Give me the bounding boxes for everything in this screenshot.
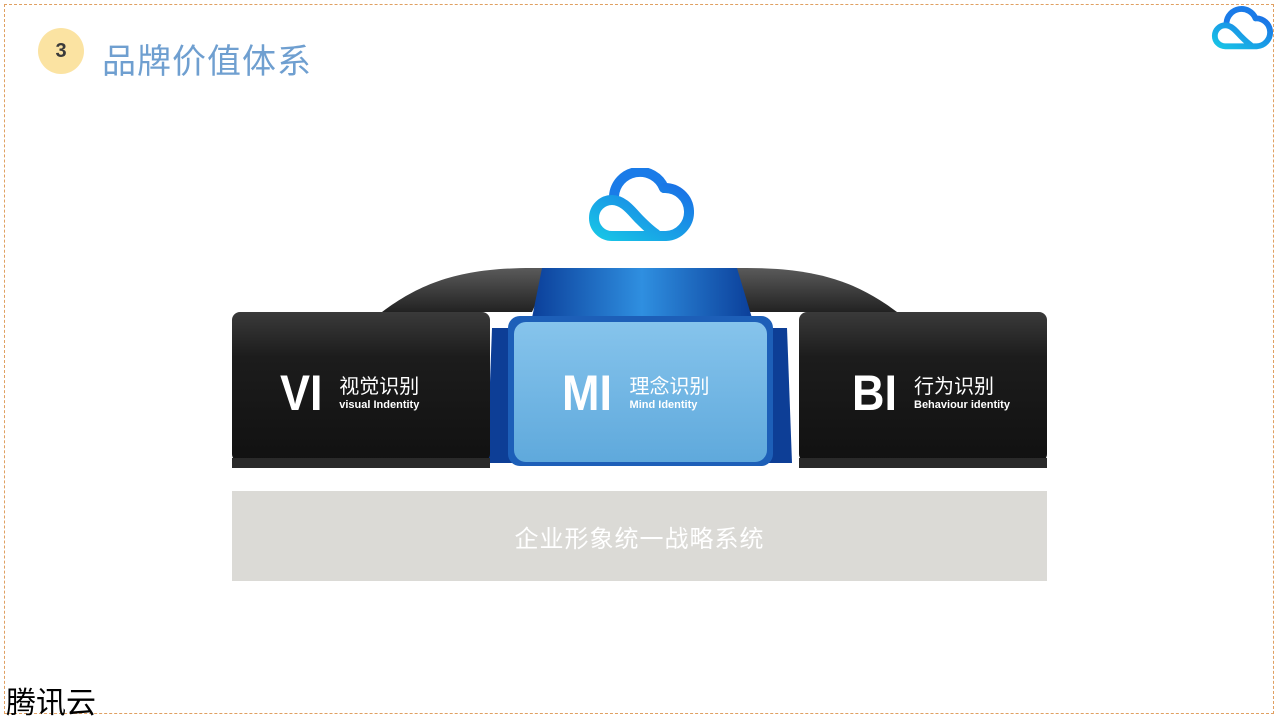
bi-block: BI 行为识别 Behaviour identity xyxy=(852,368,1010,418)
mi-block: MI 理念识别 Mind Identity xyxy=(562,368,710,418)
brand-name: 腾讯云 xyxy=(6,686,96,721)
bi-abbr: BI xyxy=(852,365,897,421)
bi-en-label: Behaviour identity xyxy=(914,399,1010,411)
strategy-bar: 企业形象统一战略系统 xyxy=(232,491,1047,581)
vi-abbr: VI xyxy=(280,365,323,421)
slide-frame xyxy=(4,4,1274,714)
mi-en-label: Mind Identity xyxy=(629,399,698,411)
section-number-badge: 3 xyxy=(38,28,84,74)
vi-cn-label: 视觉识别 xyxy=(339,374,420,398)
mi-abbr: MI xyxy=(562,365,612,421)
bi-cn-label: 行为识别 xyxy=(914,374,994,398)
vi-en-label: visual Indentity xyxy=(339,399,420,411)
mi-cn-label: 理念识别 xyxy=(629,374,710,398)
identity-blocks-art xyxy=(232,268,1047,468)
strategy-text: 企业形象统一战略系统 xyxy=(514,524,765,553)
tencent-cloud-logo-icon xyxy=(589,168,694,241)
identity-graphic: VI 视觉识别 visual Indentity MI 理念识别 Mind Id… xyxy=(232,268,1047,468)
section-number: 3 xyxy=(55,39,67,62)
page-title: 品牌价值体系 xyxy=(102,42,312,82)
vi-block: VI 视觉识别 visual Indentity xyxy=(280,368,419,418)
tencent-cloud-logo-icon xyxy=(1211,6,1273,50)
